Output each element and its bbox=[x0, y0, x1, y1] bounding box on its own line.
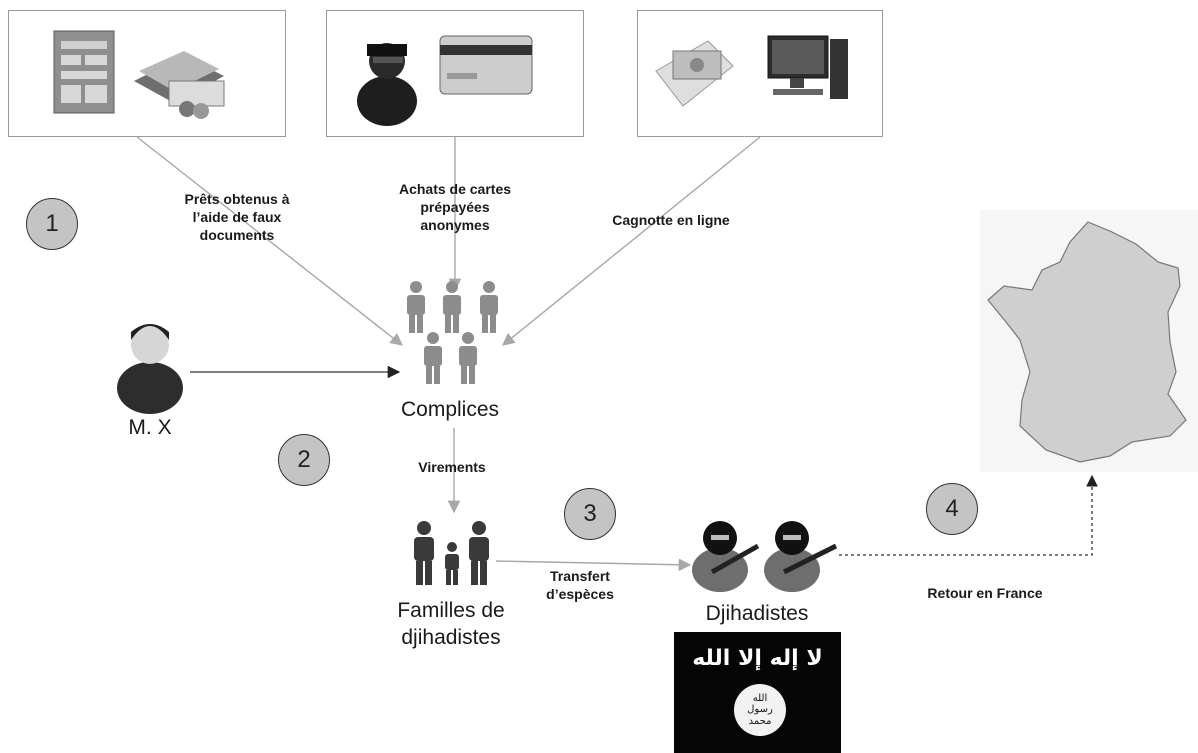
arrow-online bbox=[502, 136, 761, 346]
masked-fighters-icon bbox=[692, 521, 838, 592]
arrow-transfert bbox=[495, 558, 692, 572]
flag-seal-line: الله bbox=[752, 692, 768, 704]
label-complices: Complices bbox=[400, 398, 500, 421]
france-map bbox=[980, 210, 1198, 472]
step-badge-1: 1 bbox=[26, 198, 78, 250]
label-transfert: Transfert d’espèces bbox=[546, 568, 614, 603]
step-badge-2: 2 bbox=[278, 434, 330, 486]
arrow-retour bbox=[839, 474, 1098, 556]
flag-top-text: لا إله إلا الله bbox=[692, 646, 823, 671]
label-prets: Prêts obtenus à l’aide de faux documents bbox=[184, 191, 290, 244]
label-mx: M. X bbox=[128, 416, 172, 439]
label-familles: Familles de djihadistes bbox=[397, 599, 505, 650]
step-badge-4: 4 bbox=[926, 483, 978, 535]
source-box-loans bbox=[8, 10, 286, 137]
source-box-cards bbox=[326, 10, 584, 137]
flag-seal-line: محمد bbox=[748, 715, 772, 727]
arrow-loans bbox=[136, 136, 403, 346]
documents-icon bbox=[53, 30, 225, 119]
person-icon bbox=[117, 324, 183, 414]
accomplices-icon bbox=[407, 281, 498, 384]
flag-seal: الله رسول محمد bbox=[734, 684, 786, 736]
label-cartes: Achats de cartes prépayées anonymes bbox=[398, 181, 512, 234]
step-badge-3: 3 bbox=[564, 488, 616, 540]
hacker-and-card-icon bbox=[357, 35, 533, 126]
flag-seal-line: رسول bbox=[747, 704, 773, 716]
family-icon bbox=[414, 521, 489, 585]
money-and-computer-icon bbox=[655, 35, 848, 107]
label-retour: Retour en France bbox=[927, 585, 1043, 601]
label-cagnotte: Cagnotte en ligne bbox=[612, 212, 730, 228]
source-box-online bbox=[637, 10, 883, 137]
black-flag-image: لا إله إلا الله الله رسول محمد bbox=[674, 632, 841, 753]
label-djihadistes: Djihadistes bbox=[705, 602, 809, 625]
label-virements: Virements bbox=[418, 459, 486, 475]
